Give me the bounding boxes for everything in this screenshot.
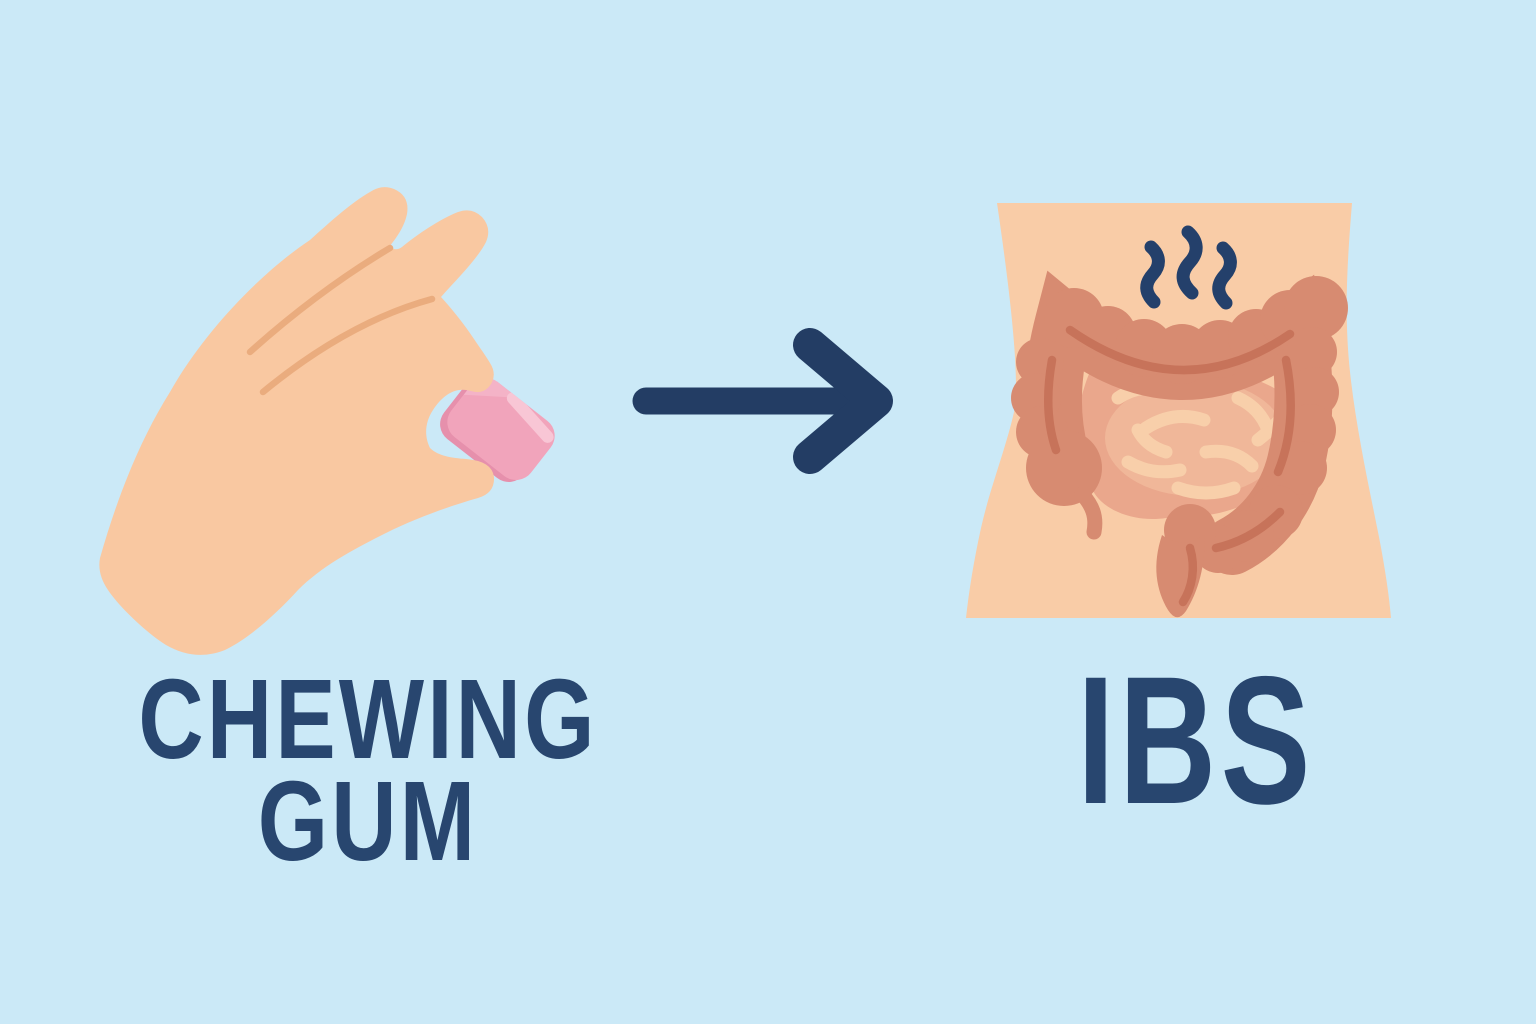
hand-crease-lines: [246, 244, 436, 396]
hand-holding-gum-icon: [99, 187, 495, 655]
gum-gloss-highlight: [506, 392, 554, 443]
hand-silhouette: [99, 187, 495, 655]
steam-line-left: [1140, 240, 1165, 309]
steam-line-middle: [1176, 225, 1203, 300]
right-arrow-icon: [632, 328, 893, 474]
steam-smell-squiggles-icon: [1140, 225, 1237, 310]
cause-label-line2: GUM: [258, 757, 478, 884]
large-intestine-icon: [1011, 270, 1348, 618]
colon-crease-lines: [1043, 325, 1295, 607]
gum-body: [447, 377, 555, 481]
effect-label: IBS: [1077, 638, 1315, 841]
arrow-head: [793, 328, 893, 474]
abdomen-with-intestines-icon: [966, 203, 1391, 618]
cause-label-line1: CHEWING: [138, 655, 597, 782]
steam-line-right: [1212, 241, 1237, 310]
appendix: [1074, 486, 1103, 540]
